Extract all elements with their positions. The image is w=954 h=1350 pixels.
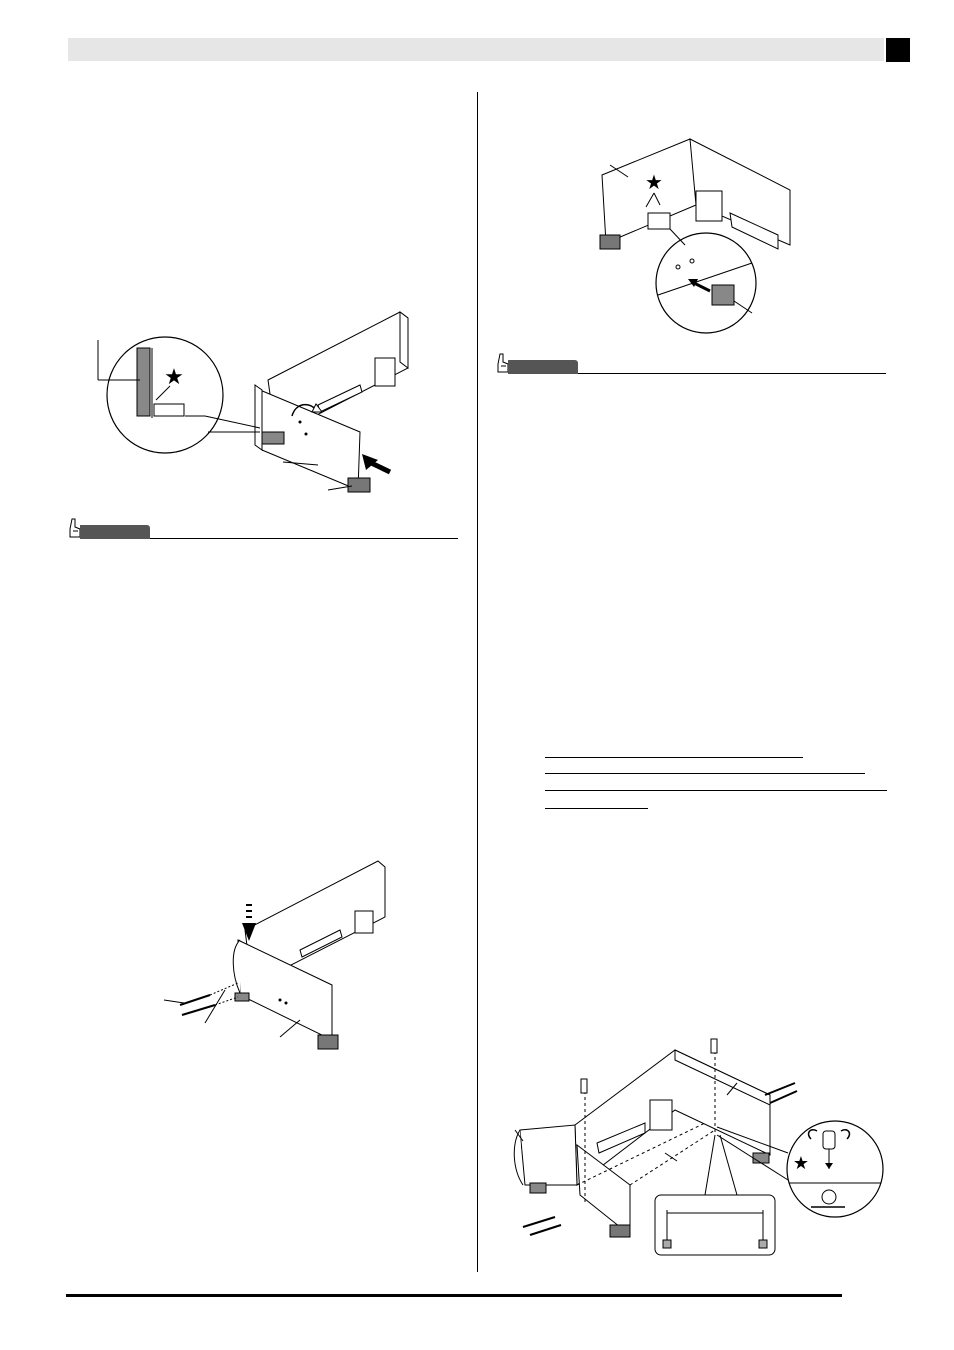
note-rule xyxy=(150,538,458,539)
note-rule xyxy=(578,373,886,374)
note-bar-right xyxy=(497,353,888,374)
svg-text:★: ★ xyxy=(645,170,663,194)
stand-assembly-figure: ★ xyxy=(513,1038,884,1256)
note-label-tag xyxy=(80,525,150,539)
section-tab-marker xyxy=(886,38,910,62)
note-label-tag xyxy=(508,360,578,374)
footer-rule xyxy=(66,1294,842,1297)
svg-text:★: ★ xyxy=(793,1153,809,1174)
svg-text:★: ★ xyxy=(164,365,184,390)
underline-2 xyxy=(545,773,865,774)
peg-insertion-figure: ★ xyxy=(599,138,791,334)
page-header-bar xyxy=(68,38,884,61)
underline-4 xyxy=(545,808,648,809)
column-divider xyxy=(477,92,478,1272)
note-bar-left xyxy=(69,518,460,539)
side-panel-screw-figure xyxy=(163,860,386,1050)
underline-3 xyxy=(545,790,887,791)
side-panel-insert-figure: ★ xyxy=(97,311,409,493)
underline-1 xyxy=(545,757,803,758)
